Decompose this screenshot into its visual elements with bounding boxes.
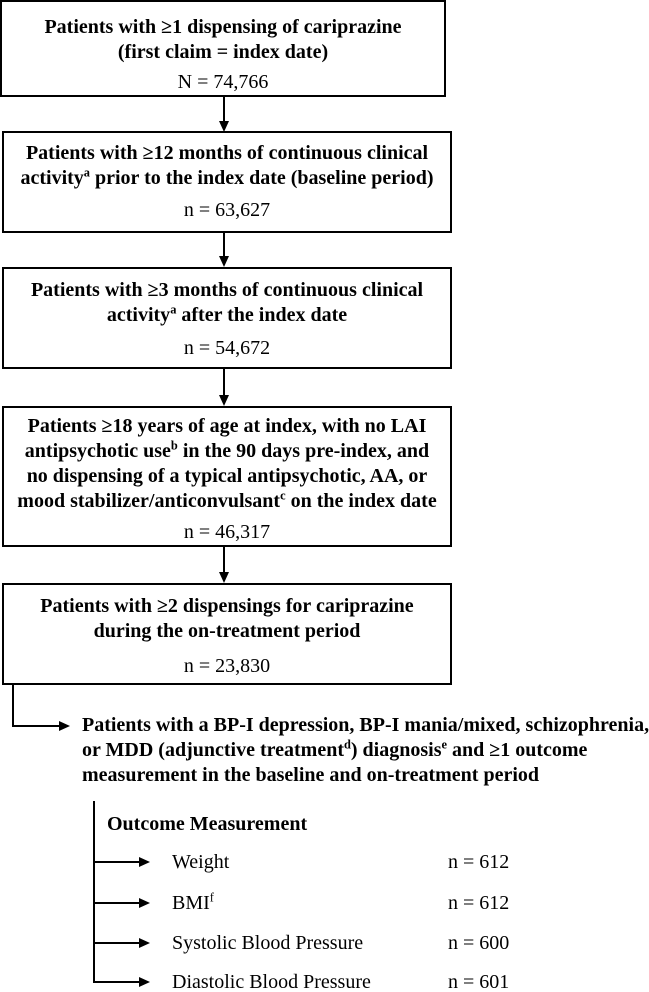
box-ge2-dispensings: Patients with ≥2 dispensings for caripra…: [2, 583, 452, 685]
box-count: n = 46,317: [183, 521, 271, 543]
branch-text-line: Patients with a BP-I depression, BP-I ma…: [82, 714, 649, 736]
down-arrow-icon: [219, 395, 229, 406]
branch-criteria-text: Patients with a BP-I depression, BP-I ma…: [82, 713, 649, 788]
down-arrow-icon: [219, 256, 229, 267]
box-text-line: Patients with ≥3 months of continuous cl…: [30, 279, 424, 301]
box-criteria-text: Patients with ≥12 months of continuous c…: [4, 141, 450, 191]
outcome-label: Weight: [172, 851, 230, 873]
outcome-label: Diastolic Blood Pressure: [172, 971, 371, 992]
down-arrow-icon: [219, 572, 229, 583]
outcome-connector-line: [93, 942, 140, 944]
box-criteria-text: Patients ≥18 years of age at index, with…: [4, 414, 450, 514]
box-criteria-text: Patients with ≥3 months of continuous cl…: [4, 278, 450, 328]
outcome-label: BMIf: [172, 890, 214, 914]
right-arrow-icon: [139, 898, 150, 908]
branch-text-line: or MDD (adjunctive treatmentd) diagnosis…: [82, 737, 588, 761]
right-arrow-icon: [139, 977, 150, 987]
connector-line: [223, 97, 225, 122]
outcome-connector-line: [93, 902, 140, 904]
box-text-line: Patients with ≥1 dispensing of cariprazi…: [44, 16, 402, 38]
box-criteria-text: Patients with ≥2 dispensings for caripra…: [4, 594, 450, 644]
box-text-line: antipsychotic useb in the 90 days pre-in…: [24, 438, 430, 462]
down-arrow-icon: [219, 121, 229, 132]
box-text-line: activitya after the index date: [106, 302, 348, 326]
box-text-line: during the on-treatment period: [93, 620, 361, 642]
box-text-line: mood stabilizer/anticonvulsantc on the i…: [17, 488, 437, 512]
box-text-line: activitya prior to the index date (basel…: [20, 165, 434, 189]
connector-line: [223, 233, 225, 257]
box-count: N = 74,766: [177, 71, 269, 93]
box-text-line: Patients with ≥2 dispensings for caripra…: [40, 595, 414, 617]
outcome-count: n = 601: [448, 971, 510, 992]
box-ge12-months-baseline: Patients with ≥12 months of continuous c…: [2, 131, 452, 233]
box-text-line: (first claim = index date): [117, 41, 329, 63]
right-arrow-icon: [139, 857, 150, 867]
branch-text-line: measurement in the baseline and on-treat…: [82, 764, 540, 786]
box-count: n = 63,627: [183, 199, 271, 221]
box-criteria-text: Patients with ≥1 dispensing of cariprazi…: [2, 15, 444, 65]
branch-connector-line: [12, 725, 60, 727]
outcome-label: Systolic Blood Pressure: [172, 932, 364, 954]
connector-line: [223, 369, 225, 396]
box-text-line: Patients with ≥12 months of continuous c…: [25, 142, 429, 164]
outcome-connector-line: [93, 981, 140, 983]
outcome-count: n = 600: [448, 932, 510, 954]
right-arrow-icon: [59, 721, 70, 731]
box-text-line: no dispensing of a typical antipsychotic…: [26, 465, 428, 487]
box-ge1-dispensing: Patients with ≥1 dispensing of cariprazi…: [0, 0, 446, 97]
outcome-count: n = 612: [448, 851, 510, 873]
branch-connector-line: [12, 685, 14, 727]
outcome-tree-line: [93, 801, 95, 983]
connector-line: [223, 547, 225, 573]
right-arrow-icon: [139, 938, 150, 948]
box-ge18-years-no-lai: Patients ≥18 years of age at index, with…: [2, 406, 452, 547]
box-text-line: Patients ≥18 years of age at index, with…: [27, 415, 427, 437]
outcome-count: n = 612: [448, 892, 510, 914]
box-ge3-months-after-index: Patients with ≥3 months of continuous cl…: [2, 267, 452, 369]
box-count: n = 54,672: [183, 337, 271, 359]
outcome-connector-line: [93, 861, 140, 863]
outcome-section-title: Outcome Measurement: [107, 813, 308, 835]
box-count: n = 23,830: [183, 655, 271, 677]
